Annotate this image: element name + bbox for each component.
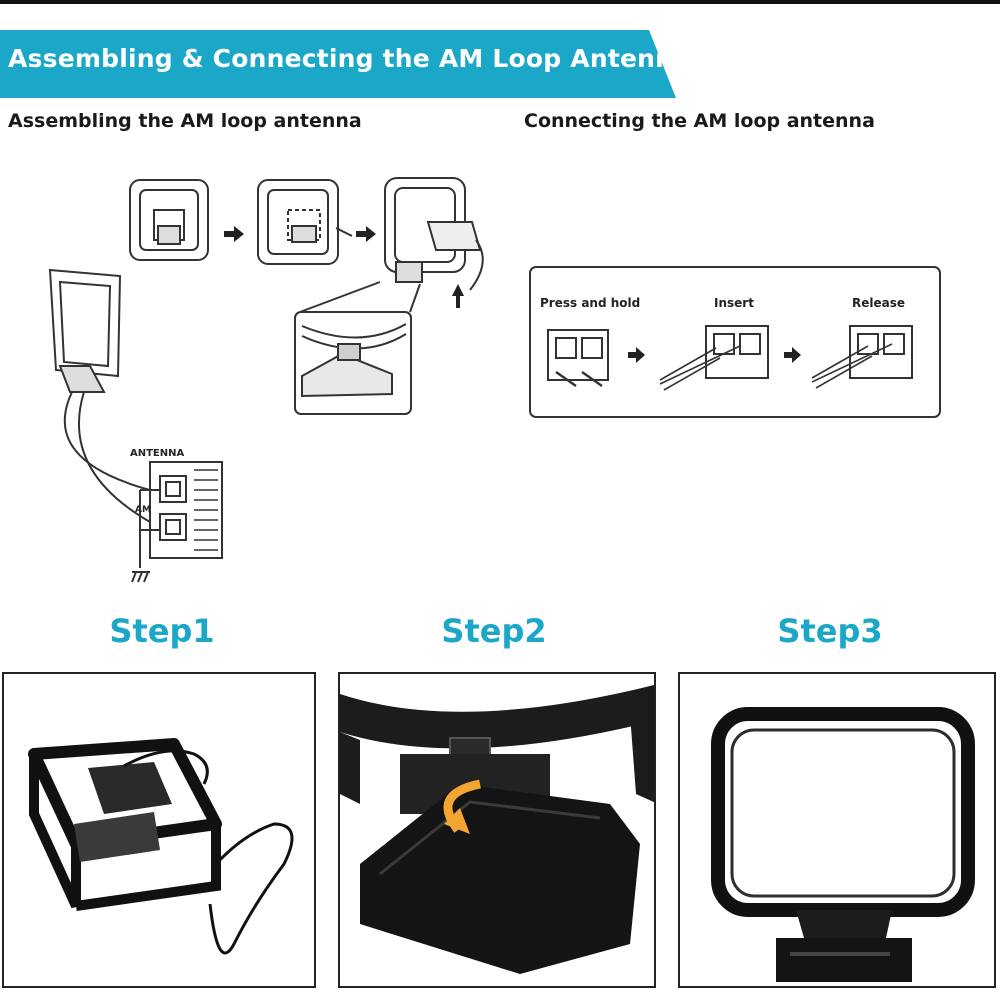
assembly-frame-3 xyxy=(384,177,484,291)
arrow-right-icon xyxy=(224,226,244,242)
rotate-arrow-icon xyxy=(452,284,464,308)
press-hold-diagram xyxy=(547,329,609,387)
connecting-heading: Connecting the AM loop antenna xyxy=(524,110,875,132)
step-2-photo xyxy=(338,672,656,988)
ground-symbol-icon xyxy=(131,571,150,583)
page-title: Assembling & Connecting the AM Loop Ante… xyxy=(8,44,691,73)
curved-arrow-icon xyxy=(444,808,470,834)
step-2-label: Step2 xyxy=(441,612,547,650)
zoom-callout xyxy=(294,281,421,415)
release-diagram xyxy=(811,325,913,389)
step-3-photo xyxy=(678,672,996,988)
arrow-right-icon xyxy=(628,347,645,363)
antenna-terminal xyxy=(139,461,223,568)
assembling-heading: Assembling the AM loop antenna xyxy=(8,110,362,132)
arrow-right-icon xyxy=(356,226,376,242)
step-1-label: Step1 xyxy=(109,612,215,650)
release-label: Release xyxy=(852,296,905,310)
assembly-frame-1 xyxy=(129,179,209,261)
insert-label: Insert xyxy=(714,296,754,310)
step-3-label: Step3 xyxy=(777,612,883,650)
step-1-photo xyxy=(2,672,316,988)
top-rule xyxy=(0,0,1000,4)
title-banner xyxy=(0,30,676,98)
arrow-right-icon xyxy=(784,347,801,363)
antenna-loop-diagram xyxy=(48,268,151,523)
connecting-panel xyxy=(529,266,941,418)
antenna-label: ANTENNA xyxy=(130,448,184,459)
press-hold-label: Press and hold xyxy=(540,296,640,310)
insert-diagram xyxy=(659,325,769,391)
am-label: AM xyxy=(135,505,151,515)
assembly-frame-2 xyxy=(257,179,353,265)
